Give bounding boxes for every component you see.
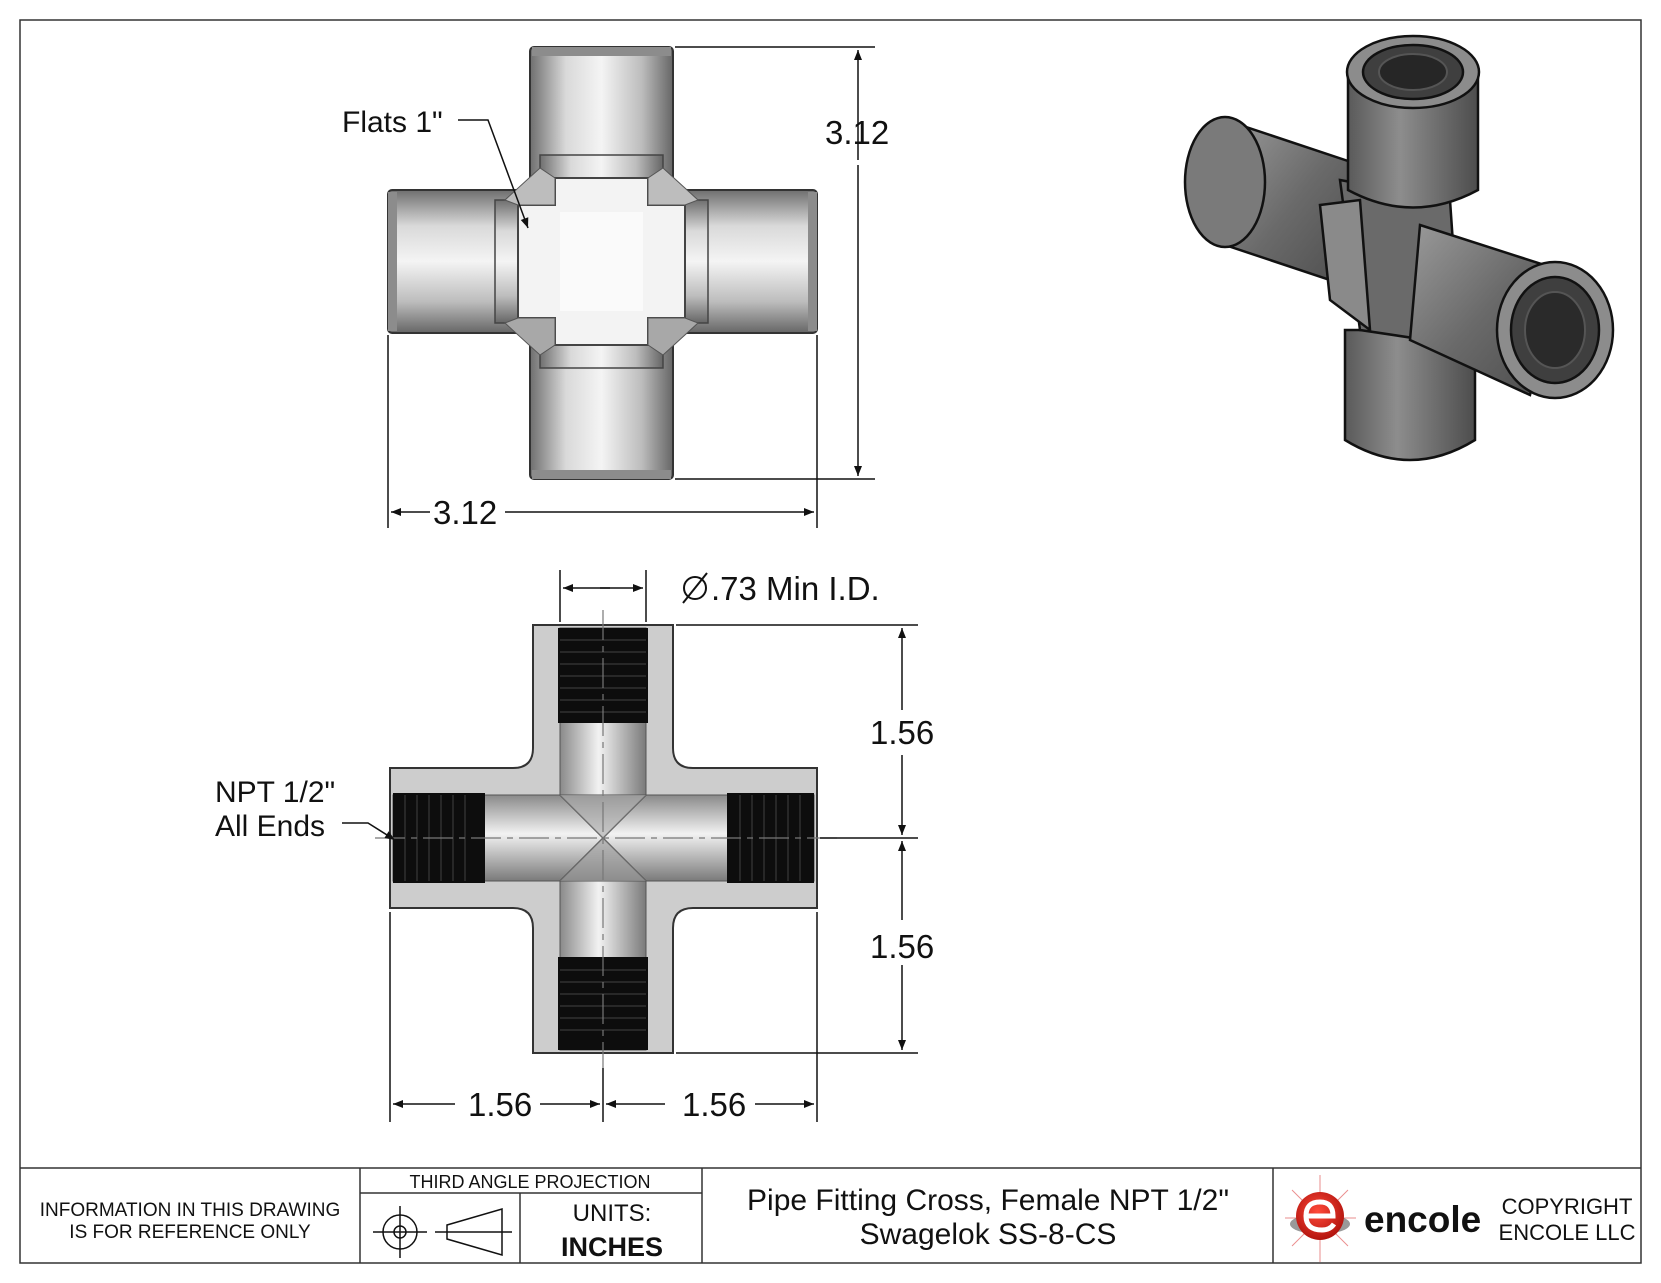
section-view-dimensions <box>342 570 918 1122</box>
height-dimension-label: 3.12 <box>825 114 889 151</box>
width-dimension-label: 3.12 <box>433 494 497 531</box>
upper-half-dimension: 1.56 <box>870 714 934 751</box>
reference-note-line1: INFORMATION IN THIS DRAWING <box>40 1200 340 1221</box>
drawing-title-line2: Swagelok SS-8-CS <box>860 1218 1117 1251</box>
units-value: INCHES <box>561 1232 663 1262</box>
copyright-line1: COPYRIGHT <box>1502 1194 1633 1219</box>
units-label: UNITS: <box>573 1200 652 1227</box>
projection-label: THIRD ANGLE PROJECTION <box>409 1172 650 1192</box>
right-half-dimension: 1.56 <box>682 1086 746 1123</box>
lower-half-dimension: 1.56 <box>870 928 934 965</box>
section-view-fitting <box>375 610 840 1068</box>
encole-logo-icon <box>1285 1175 1356 1262</box>
sheet-border <box>19 19 1642 1264</box>
thread-note-line2: All Ends <box>215 810 325 843</box>
thread-note-line1: NPT 1/2" <box>215 776 335 809</box>
top-view-dimensions <box>387 46 875 528</box>
isometric-view-fitting <box>1183 34 1615 462</box>
drawing-title-line1: Pipe Fitting Cross, Female NPT 1/2" <box>747 1184 1229 1217</box>
flats-note: Flats 1" <box>342 106 443 139</box>
title-block <box>20 1167 1641 1263</box>
third-angle-projection-icon <box>373 1206 512 1258</box>
copyright-line2: ENCOLE LLC <box>1499 1220 1636 1245</box>
top-view-fitting <box>387 46 818 480</box>
brand-name: encole <box>1364 1199 1481 1240</box>
diameter-symbol-icon <box>682 572 708 604</box>
min-id-note: .73 Min I.D. <box>711 570 880 607</box>
left-half-dimension: 1.56 <box>468 1086 532 1123</box>
reference-note-line2: IS FOR REFERENCE ONLY <box>69 1222 311 1243</box>
